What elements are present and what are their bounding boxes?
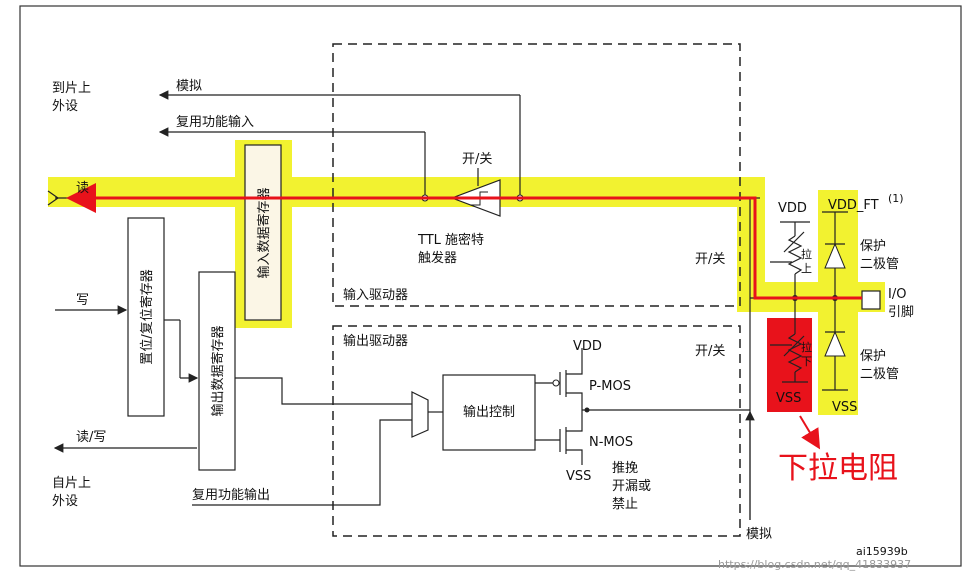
- push-pull-label-2: 开漏或: [612, 478, 651, 494]
- trigger-switch-label: 开/关: [462, 152, 492, 167]
- read-arrow-head: [47, 190, 60, 206]
- diode-bottom-label-1: 保护: [860, 349, 886, 364]
- pull-up-label-2: 上: [801, 262, 812, 275]
- pull-down-highlight: [767, 318, 812, 412]
- alt-output-label: 复用功能输出: [192, 487, 270, 503]
- output-control-block: [442, 374, 536, 451]
- pulldown-vss-label: VSS: [776, 391, 801, 406]
- pullup-switch-label: 开/关: [695, 252, 725, 267]
- ttl-label-1: TTL 施密特: [417, 232, 484, 248]
- output-control-label: 输出控制: [463, 404, 515, 420]
- nmos-label: N-MOS: [589, 435, 633, 450]
- output-data-register: [198, 271, 236, 471]
- p-mos-transistor: [552, 348, 583, 410]
- diode-vss-label: VSS: [832, 400, 857, 415]
- read-write-label: 读/写: [76, 430, 106, 445]
- odr-to-mux: [235, 377, 412, 405]
- pulldown-switch-label: 开/关: [695, 344, 725, 359]
- pullup-vdd-label: VDD: [778, 201, 807, 216]
- set-reset-register: [127, 217, 165, 417]
- annotation-arrow: [799, 415, 821, 450]
- diode-bottom-label-2: 二极管: [860, 367, 899, 382]
- read-path-highlight: [48, 177, 765, 207]
- write-label: 写: [76, 293, 89, 308]
- vdd-ft-label: VDD_FT: [828, 198, 879, 213]
- pmos-label: P-MOS: [589, 379, 631, 394]
- read-label: 读: [76, 181, 89, 196]
- output-driver-label: 输出驱动器: [343, 333, 408, 349]
- protection-diode-top: [822, 211, 848, 298]
- pull-down-resistor: [770, 298, 808, 383]
- figure-id: ai15939b: [856, 545, 908, 558]
- pull-down-label-1: 拉: [801, 340, 812, 354]
- alt-output-to-mux: [192, 419, 412, 506]
- vdd-ft-note: (1): [888, 192, 904, 205]
- input-driver-label: 输入驱动器: [343, 287, 408, 303]
- pull-down-label-2: 下: [801, 355, 812, 368]
- diode-top-label-2: 二极管: [860, 257, 899, 272]
- analog-bottom-label: 模拟: [746, 527, 772, 542]
- io-label-2: 引脚: [888, 304, 914, 320]
- pull-up-resistor: [770, 221, 810, 298]
- push-pull-label-3: 禁止: [612, 497, 638, 512]
- input-driver-box: [332, 43, 741, 307]
- ttl-label-2: 触发器: [418, 250, 457, 266]
- frame: [19, 5, 962, 567]
- watermark: https://blog.csdn.net/qq_41833937: [718, 558, 911, 571]
- analog-top-label: 模拟: [176, 79, 202, 94]
- io-pin-box: [861, 290, 881, 310]
- n-mos-transistor: [559, 410, 583, 465]
- to-chip-label-2: 外设: [52, 99, 78, 114]
- push-pull-label-1: 推挽: [612, 461, 638, 476]
- output-data-register-label: 输出数据寄存器: [210, 325, 226, 416]
- set-reset-register-label: 置位/复位寄存器: [139, 269, 155, 364]
- from-chip-label-1: 自片上: [52, 476, 91, 491]
- pull-down-annotation: 下拉电阻: [778, 451, 898, 486]
- output-driver-box: [332, 325, 741, 537]
- mux: [411, 391, 429, 438]
- read-signal-path: [66, 183, 862, 300]
- io-label-1: I/O: [888, 287, 906, 302]
- input-data-register-label: 输入数据寄存器: [256, 187, 272, 278]
- pmos-vdd-label: VDD: [573, 339, 602, 354]
- input-data-register: [244, 144, 282, 321]
- pull-up-label-1: 拉: [801, 247, 812, 261]
- protection-diode-bottom: [822, 298, 848, 391]
- diode-top-label-1: 保护: [860, 239, 886, 254]
- nmos-vss-label: VSS: [566, 469, 591, 484]
- to-chip-label-1: 到片上: [52, 81, 91, 96]
- alt-input-label: 复用功能输入: [176, 114, 254, 130]
- from-chip-label-2: 外设: [52, 494, 78, 509]
- diode-highlight: [818, 190, 858, 415]
